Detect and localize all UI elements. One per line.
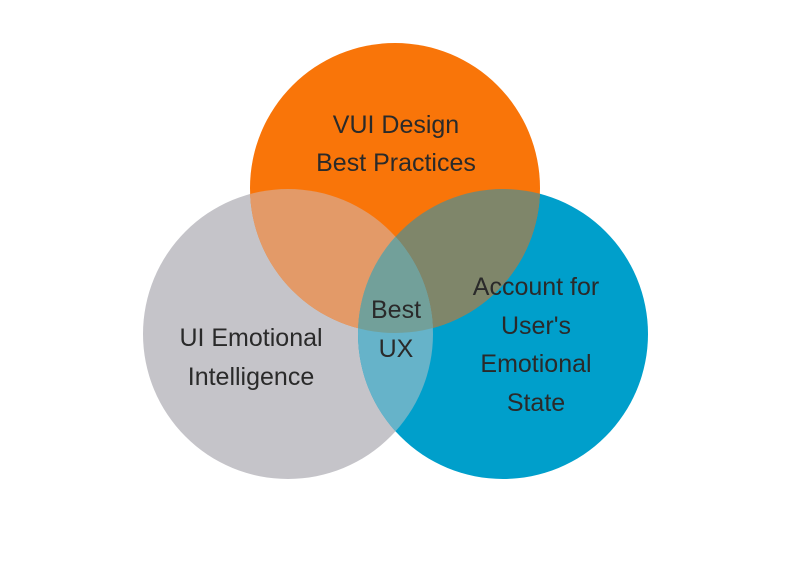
label-best-ux-line2: UX — [379, 335, 414, 363]
label-acct-line2: User's — [501, 312, 571, 340]
label-vui-line1: VUI Design — [333, 111, 459, 139]
label-acct-line3: Emotional — [480, 350, 591, 378]
label-ui-line2: Intelligence — [188, 363, 314, 391]
label-ui-line1: UI Emotional — [179, 324, 322, 352]
label-vui-line2: Best Practices — [316, 149, 476, 177]
overlap-vui-account — [358, 189, 540, 333]
label-acct-line4: State — [507, 389, 565, 417]
label-best-ux-line1: Best — [371, 296, 421, 324]
overlap-vui-ui — [250, 189, 433, 333]
label-acct-line1: Account for — [473, 273, 599, 301]
